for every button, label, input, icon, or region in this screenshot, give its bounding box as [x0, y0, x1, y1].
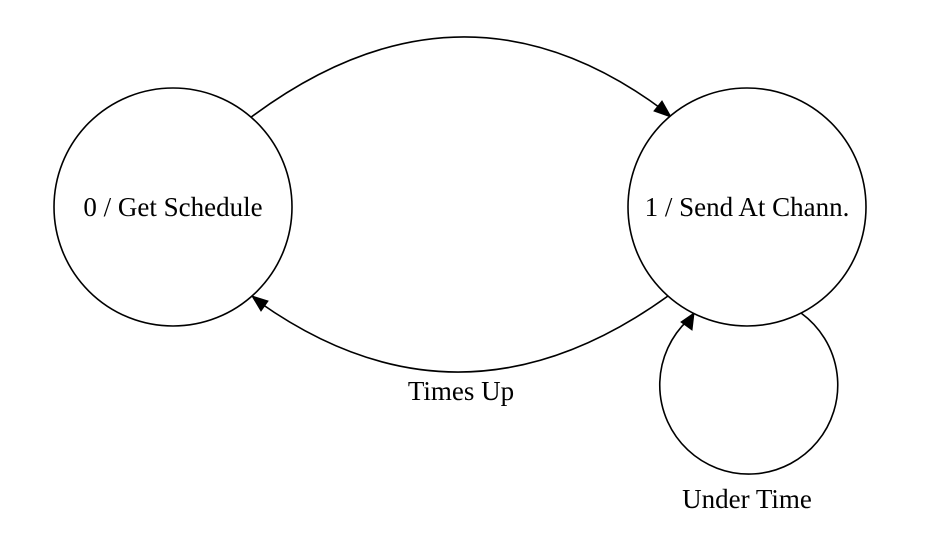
state-send-at-channel: 1 / Send At Chann. [627, 87, 867, 327]
transition-send-self-loop: Under Time [658, 311, 839, 514]
transition-arc-top [249, 36, 664, 119]
transition-label-times-up: Times Up [408, 376, 514, 406]
transition-send-to-get-schedule: Times Up [250, 295, 669, 406]
state-label-0: 0 / Get Schedule [83, 192, 262, 222]
arrowhead-bottom [250, 295, 269, 312]
transition-label-under-time: Under Time [682, 484, 812, 514]
state-circle-0 [53, 87, 293, 327]
transition-arc-bottom [258, 295, 669, 373]
state-label-1: 1 / Send At Chann. [645, 192, 850, 222]
state-circle-1 [627, 87, 867, 327]
self-loop-arc [658, 312, 839, 475]
state-get-schedule: 0 / Get Schedule [53, 87, 293, 327]
transition-get-schedule-to-send [249, 36, 673, 119]
arrowhead-self-loop [680, 311, 695, 331]
arrowhead-top [653, 100, 673, 118]
